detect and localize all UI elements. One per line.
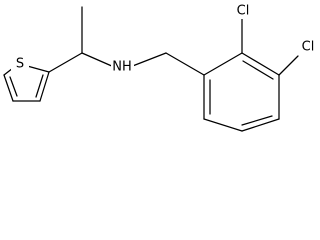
bond-nh-to-ch2: [129, 52, 167, 68]
bond-ch2-to-benzene: [165, 52, 205, 76]
amine-atom-label: NH: [112, 60, 132, 75]
bond-thiophene-c2-c3: [39, 71, 50, 102]
bond-ch-to-nh: [81, 52, 115, 68]
bond-thiophene-c4-c5-inner: [9, 76, 18, 97]
thiophene-ring: [3, 63, 50, 102]
atom-labels: S NH Cl Cl: [11, 3, 319, 75]
ethyl-amine-chain: [48, 6, 205, 76]
chloro-substituents: [241, 18, 299, 76]
bond-benzene-c4-c5-inner: [241, 115, 273, 126]
bond-thiophene-c2-c3-inner: [35, 74, 44, 98]
bond-benzene-c5-c6: [203, 118, 243, 132]
benzene-ring: [203, 52, 280, 132]
bond-thiophene-c4-c5: [3, 74, 14, 102]
chloro-right-atom-label: Cl: [302, 40, 315, 55]
molecule-structure-diagram: S NH Cl Cl: [3, 3, 319, 132]
bond-benzene-c1-c2: [203, 52, 243, 76]
sulfur-atom-label: S: [16, 57, 24, 72]
bond-benzene-c4-c5: [241, 118, 280, 132]
chloro-top-atom-label: Cl: [237, 4, 250, 19]
bond-benzene-c2-c3: [241, 52, 280, 76]
bond-thiophene-to-ch: [48, 52, 83, 73]
bond-benzene-c2-c3-inner: [242, 60, 274, 80]
bond-c3-to-cl-right: [278, 55, 299, 76]
